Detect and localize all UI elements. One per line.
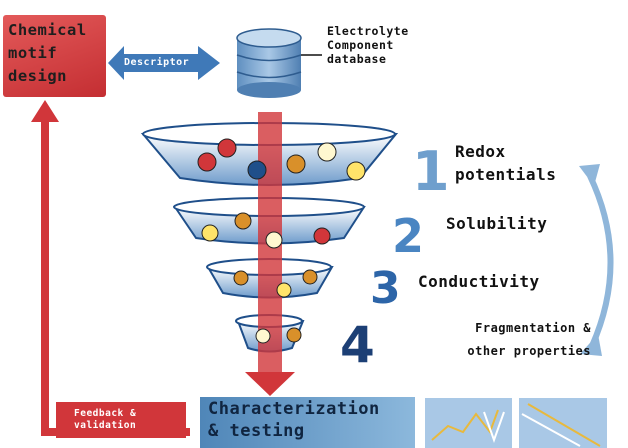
step-label-redox: Redox potentials [455, 140, 556, 186]
database-line: Component [327, 38, 394, 52]
database-line: database [327, 52, 387, 66]
step-label-solubility: Solubility [446, 214, 548, 233]
step-line: Redox [455, 142, 506, 161]
motif-line: motif [8, 44, 58, 62]
step-number: 1 [412, 140, 450, 203]
database-line: Electrolyte [327, 24, 409, 38]
step-line: Fragmentation & [475, 321, 591, 335]
chemical-motif-label: Chemical motif design [8, 19, 104, 88]
characterization-line: Characterization [208, 399, 380, 419]
feedback-line: validation [74, 420, 137, 431]
feedback-line: Feedback & [74, 408, 137, 419]
molecules [197, 138, 366, 344]
descriptor-arrow [108, 46, 220, 80]
iteration-arrow [579, 164, 614, 356]
database-label: Electrolyte Component database [327, 24, 409, 66]
step-number: 4 [340, 316, 375, 374]
step-line: potentials [455, 165, 557, 184]
step-number: 2 [392, 209, 424, 263]
descriptor-label: Descriptor [124, 57, 190, 68]
characterization-images [425, 398, 607, 448]
feedback-label: Feedback & validation [74, 408, 136, 432]
step-numbers: 1 2 3 4 [340, 140, 450, 374]
motif-line: Chemical [8, 21, 87, 39]
step-line: other properties [467, 344, 591, 358]
motif-line: design [8, 67, 67, 85]
characterization-line: & testing [208, 421, 305, 441]
feedback-arrow [31, 100, 190, 438]
characterization-label: Characterization & testing [208, 398, 380, 442]
step-number: 3 [370, 263, 401, 314]
chemical-motif-box [3, 15, 106, 97]
step-label-fragmentation: Fragmentation & other properties [391, 317, 591, 363]
characterization-box [200, 397, 415, 448]
database-icon [236, 28, 322, 98]
step-label-conductivity: Conductivity [418, 272, 540, 291]
